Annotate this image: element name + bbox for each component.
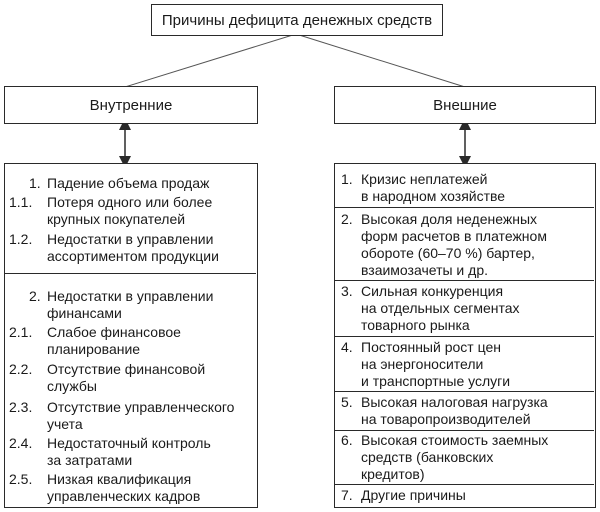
- internal-item-1-1-text: Потеря одного или более крупных покупате…: [47, 194, 213, 227]
- external-item-5-num: 5.: [341, 394, 353, 410]
- internal-item-1-1-num: 1.1.: [9, 194, 33, 210]
- internal-item-2-1-num: 2.1.: [9, 324, 33, 340]
- external-list-box: 1. Кризис неплатежей в народном хозяйств…: [334, 163, 596, 508]
- external-item-3-num: 3.: [341, 283, 353, 299]
- internal-title: Внутренние: [89, 96, 173, 114]
- internal-item-2-text: Недостатки в управлении финансами: [47, 288, 214, 321]
- internal-item-1-2-num: 1.2.: [9, 231, 33, 247]
- internal-item-1-num: 1.: [29, 175, 41, 191]
- internal-item-2-1-text: Слабое финансовое планирование: [47, 324, 181, 357]
- external-item-1-num: 1.: [341, 171, 353, 187]
- external-separator-2: [335, 280, 594, 281]
- internal-list-box: 1. Падение объема продаж 1.1. Потеря одн…: [4, 163, 258, 508]
- external-item-2-num: 2.: [341, 211, 353, 227]
- internal-item-2-5-num: 2.5.: [9, 471, 33, 487]
- external-header-box: Внешние: [334, 86, 596, 124]
- internal-item-1-2-text: Недостатки в управлении ассортиментом пр…: [47, 231, 219, 264]
- connector-root-internal: [124, 33, 297, 88]
- external-item-7-text: Другие причины: [361, 487, 466, 503]
- internal-item-2-5-text: Низкая квалификация управленческих кадро…: [47, 471, 201, 504]
- external-item-7-num: 7.: [341, 487, 353, 503]
- internal-item-2-4-text: Недостаточный контроль за затратами: [47, 435, 211, 468]
- internal-item-2-3-text: Отсутствие управленческого учета: [47, 399, 235, 432]
- internal-item-2-num: 2.: [29, 288, 41, 304]
- external-separator-1: [335, 207, 594, 208]
- connector-root-external: [295, 33, 466, 88]
- internal-item-2-2-num: 2.2.: [9, 361, 33, 377]
- external-item-4-num: 4.: [341, 339, 353, 355]
- external-title: Внешние: [433, 96, 497, 114]
- internal-item-1-text: Падение объема продаж: [47, 175, 210, 191]
- external-item-1-text: Кризис неплатежей в народном хозяйстве: [361, 171, 506, 204]
- external-item-6-text: Высокая стоимость заемных средств (банко…: [361, 432, 549, 482]
- external-item-4-text: Постоянный рост цен на энергоносители и …: [361, 339, 511, 389]
- internal-item-2-2-text: Отсутствие финансовой службы: [47, 361, 206, 394]
- external-separator-5: [335, 430, 594, 431]
- external-separator-6: [335, 484, 594, 485]
- root-title: Причины дефицита денежных средств: [161, 11, 433, 29]
- external-separator-4: [335, 391, 594, 392]
- external-item-2-text: Высокая доля неденежных форм расчетов в …: [361, 211, 547, 278]
- external-item-3-text: Сильная конкуренция на отдельных сегмент…: [361, 283, 520, 333]
- root-box: Причины дефицита денежных средств: [151, 4, 443, 36]
- internal-item-2-3-num: 2.3.: [9, 399, 33, 415]
- external-item-6-num: 6.: [341, 432, 353, 448]
- external-item-5-text: Высокая налоговая нагрузка на товаропрои…: [361, 394, 548, 427]
- internal-item-2-4-num: 2.4.: [9, 435, 33, 451]
- internal-header-box: Внутренние: [4, 86, 258, 124]
- external-separator-3: [335, 336, 594, 337]
- internal-separator: [5, 273, 256, 274]
